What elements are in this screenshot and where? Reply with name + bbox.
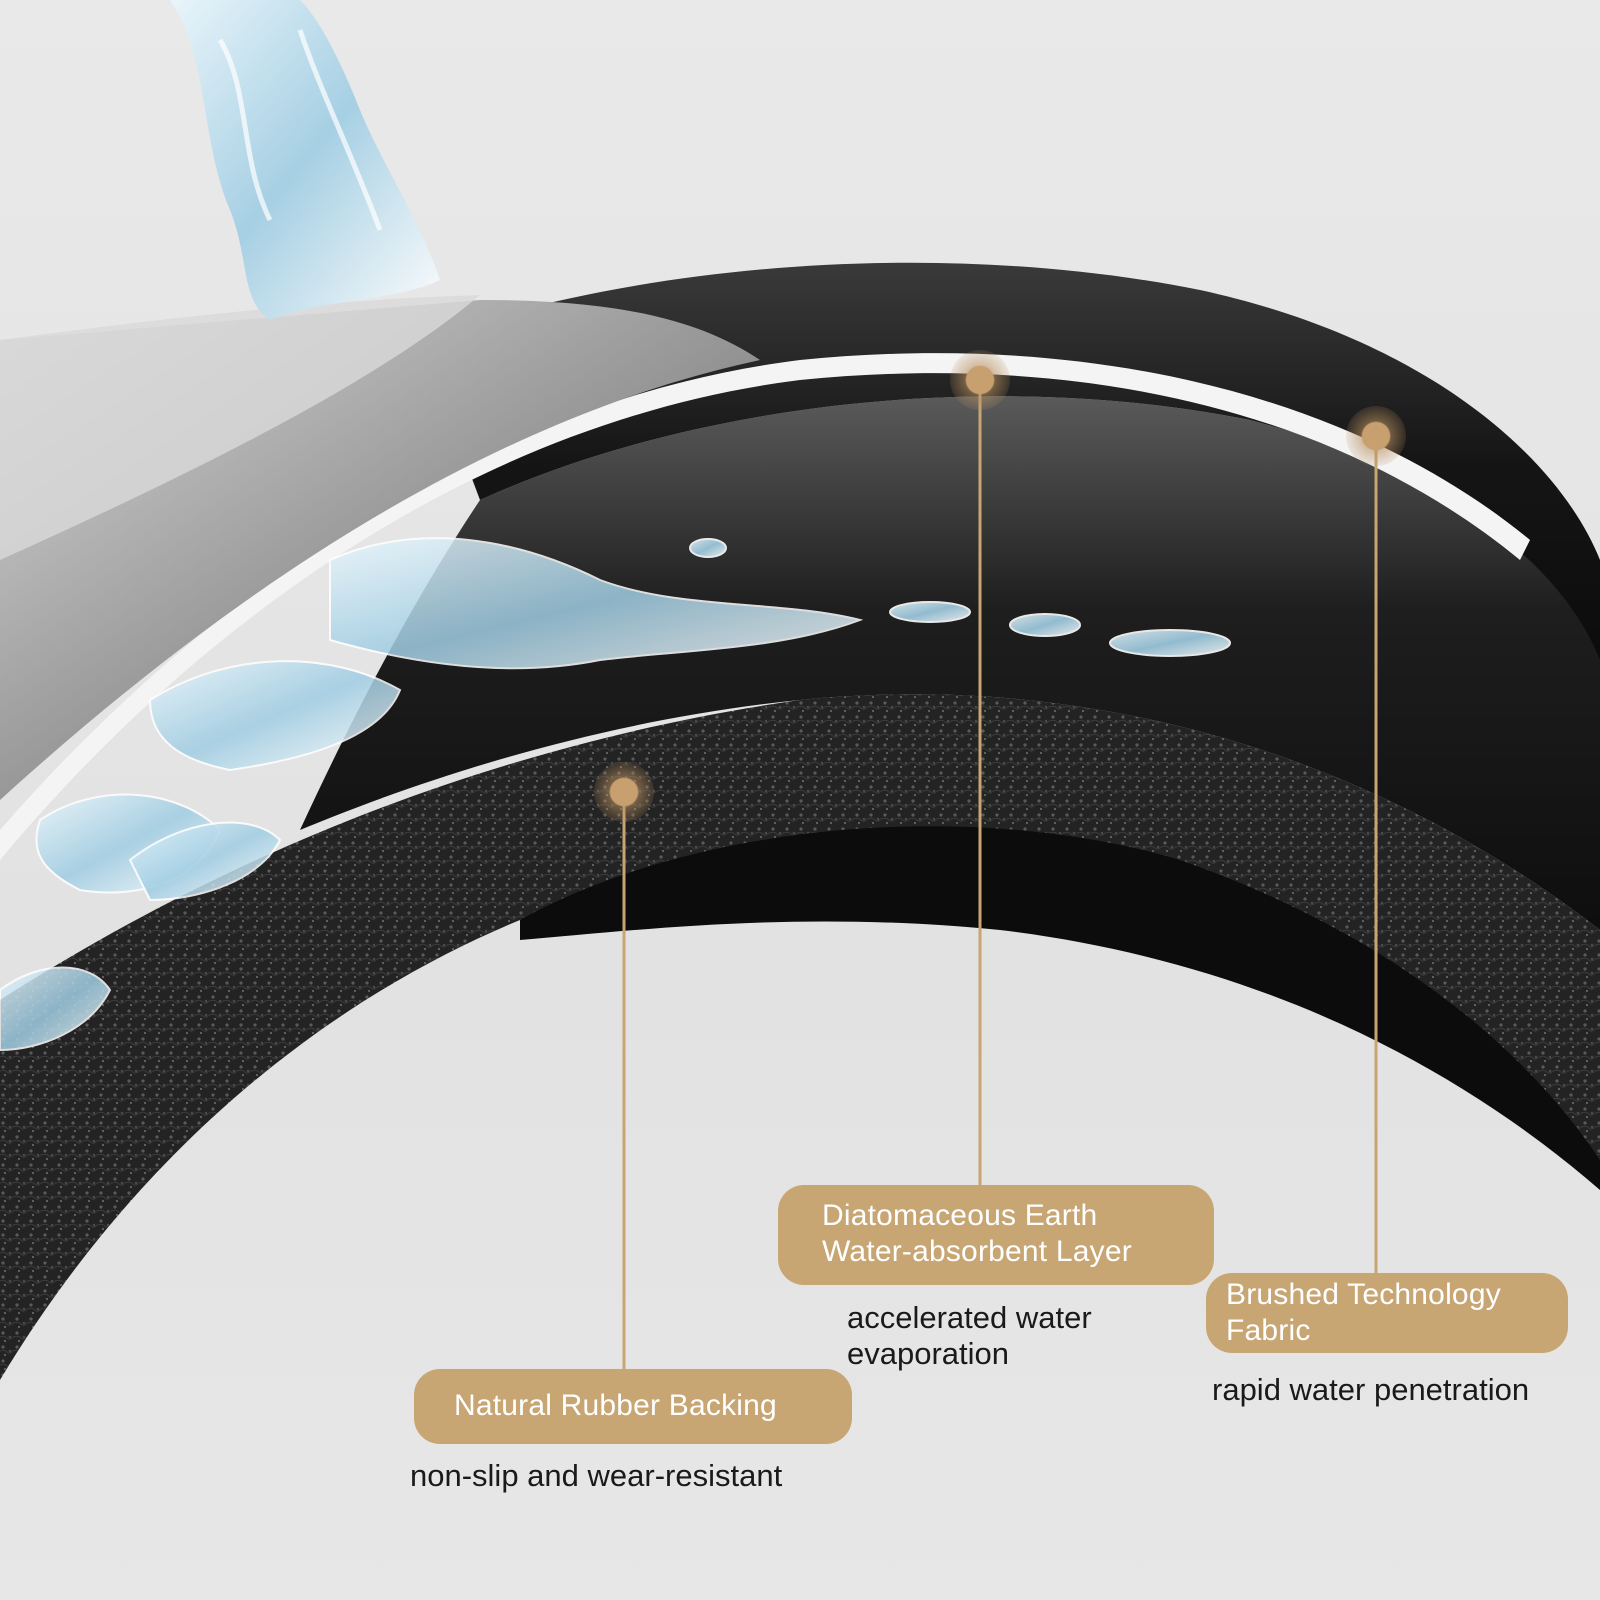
label-brushed-technology-fabric: Brushed Technology Fabric [1206, 1273, 1568, 1353]
caption-brushed-technology-fabric: rapid water penetration [1212, 1372, 1530, 1407]
label-natural-rubber-backing: Natural Rubber Backing [414, 1369, 852, 1444]
caption-natural-rubber-backing: non-slip and wear-resistant [410, 1458, 783, 1493]
label-diatomaceous-earth-layer: Diatomaceous Earth Water-absorbent Layer [778, 1185, 1214, 1285]
caption-diatomaceous-earth-layer: accelerated water evaporation [847, 1300, 1092, 1371]
